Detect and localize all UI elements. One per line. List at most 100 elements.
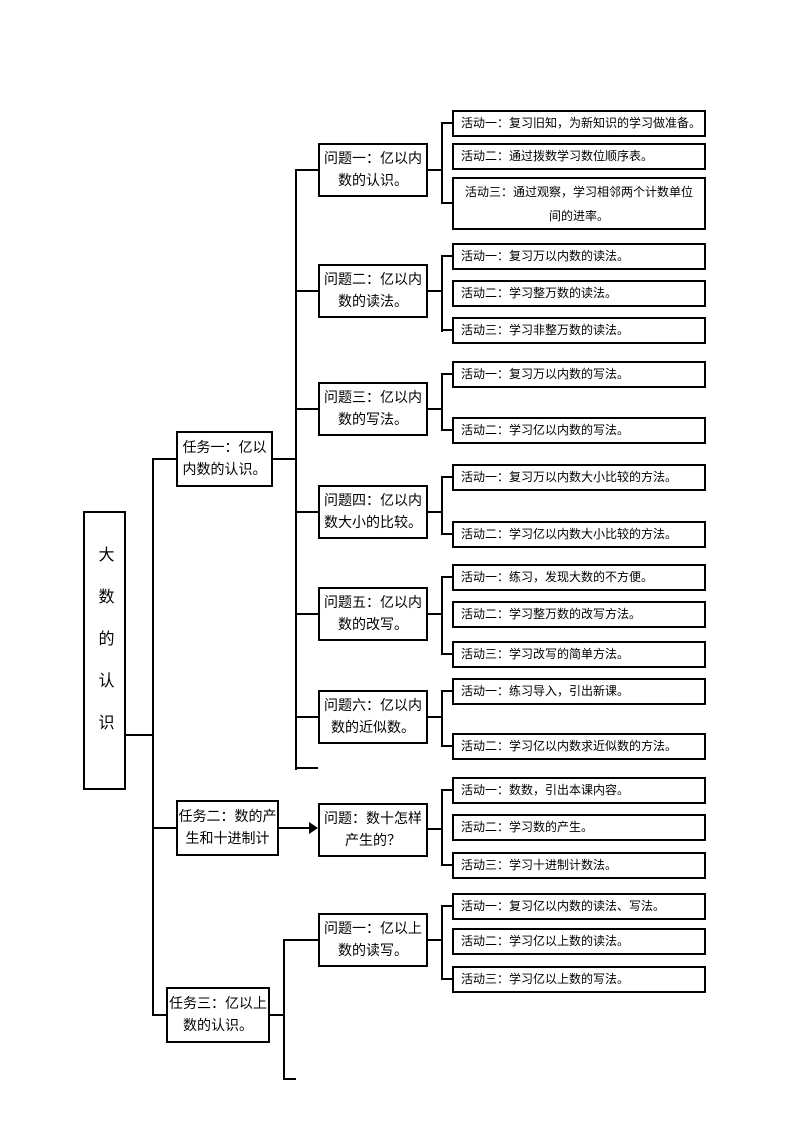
connector-line [428, 613, 441, 615]
connector-line [443, 255, 452, 257]
activity-box: 活动三：学习十进制计数法。 [452, 852, 706, 879]
connector-line [154, 1014, 166, 1016]
activity-box: 活动一：复习万以内数大小比较的方法。 [452, 464, 706, 491]
problem-label-line: 问题一：亿以内 [324, 151, 422, 167]
task-label-line: 任务一：亿以 [182, 440, 267, 456]
bracket-line [441, 789, 443, 866]
connector-line [443, 373, 452, 375]
problem-2-box: 问题二：亿以内 数的读法。 [318, 264, 428, 318]
activity-box: 活动一：练习，发现大数的不方便。 [452, 564, 706, 591]
task3-problem-1-box: 问题一：亿以上 数的读写。 [318, 913, 428, 967]
root-topic-label: 大数的认识 [95, 545, 115, 756]
activity-box: 活动二：学习数的产生。 [452, 814, 706, 841]
task-1-box: 任务一：亿以 内数的认识。 [176, 431, 273, 487]
problem-label-line: 问题二：亿以内 [324, 272, 422, 288]
arrowhead-icon [309, 822, 318, 834]
connector-line [443, 789, 452, 791]
activity-box: 活动三：学习改写的简单方法。 [452, 641, 706, 668]
activity-box: 活动三：学习非整万数的读法。 [452, 317, 706, 344]
activity-box: 活动三：学习亿以上数的写法。 [452, 966, 706, 993]
activity-box: 活动一：复习万以内数的读法。 [452, 243, 706, 270]
activity-box: 活动一：练习导入，引出新课。 [452, 678, 706, 705]
activity-box: 活动二：学习亿以内数大小比较的方法。 [452, 521, 706, 548]
problem-label-line: 数的近似数。 [331, 720, 415, 736]
bracket-line [441, 122, 443, 204]
problem-label-line: 问题五：亿以内 [324, 595, 422, 611]
connector-line [297, 716, 318, 718]
connector-line [443, 122, 452, 124]
connector-line [443, 476, 452, 478]
bracket-line [441, 576, 443, 655]
connector-line [443, 533, 452, 535]
bracket-line [441, 476, 443, 535]
connector-line [154, 827, 176, 829]
activity-box: 活动二：学习整万数的读法。 [452, 280, 706, 307]
connector-line [428, 408, 441, 410]
task-2-box: 任务二：数的产 生和十进制计 [176, 800, 279, 856]
task2-problem-box: 问题：数十怎样 产生的？ [318, 803, 428, 857]
task-label-line: 任务三：亿以上 [169, 996, 267, 1012]
bracket-line [295, 169, 297, 770]
problem-label-line: 问题：数十怎样 [324, 811, 422, 827]
trunk-line [152, 458, 154, 1016]
bracket-line [441, 255, 443, 332]
activity-box: 活动一：复习万以内数的写法。 [452, 361, 706, 388]
activity-box: 活动二：学习亿以上数的读法。 [452, 928, 706, 955]
activity-box: 活动二：学习整万数的改写方法。 [452, 601, 706, 628]
activity-box: 活动一：复习旧知，为新知识的学习做准备。 [452, 110, 706, 137]
connector-line [428, 169, 441, 171]
problem-label-line: 数的写法。 [338, 412, 408, 428]
connector-line [443, 429, 452, 431]
bracket-line [283, 939, 285, 1080]
problem-label-line: 问题四：亿以内 [324, 493, 422, 509]
connector-line [297, 613, 318, 615]
connector-line [443, 576, 452, 578]
connector-line [279, 827, 310, 829]
bracket-line [441, 690, 443, 747]
connector-line [443, 864, 452, 866]
problem-label-line: 问题一：亿以上 [324, 921, 422, 937]
activity-label-line: 间的进率。 [548, 209, 609, 223]
connector-line [443, 653, 452, 655]
connector-line [154, 458, 176, 460]
root-topic-box: 大数的认识 [83, 511, 126, 790]
problem-label-line: 数的读法。 [338, 294, 408, 310]
connector-line [443, 202, 452, 204]
problem-label-line: 问题三：亿以内 [324, 390, 422, 406]
connector-line [285, 1078, 296, 1080]
connector-line [443, 905, 452, 907]
problem-label-line: 问题六：亿以内 [324, 698, 422, 714]
connector-line [295, 169, 318, 171]
connector-line [443, 978, 452, 980]
connector-line [428, 716, 441, 718]
connector-line [428, 290, 441, 292]
problem-label-line: 数大小的比较。 [324, 515, 422, 531]
problem-6-box: 问题六：亿以内 数的近似数。 [318, 690, 428, 744]
activity-box: 活动二：学习亿以内数的写法。 [452, 417, 706, 444]
connector-line [428, 828, 441, 830]
connector-line [428, 511, 441, 513]
task-label-line: 任务二：数的产 [178, 809, 277, 825]
task-label-line: 内数的认识。 [182, 462, 267, 478]
bracket-line [441, 373, 443, 431]
problem-1-box: 问题一：亿以内 数的认识。 [318, 143, 428, 197]
connector-line [270, 1014, 283, 1016]
problem-4-box: 问题四：亿以内 数大小的比较。 [318, 485, 428, 539]
problem-5-box: 问题五：亿以内 数的改写。 [318, 587, 428, 641]
bracket-line [441, 905, 443, 980]
connector-line [443, 329, 452, 331]
connector-line [297, 290, 318, 292]
problem-label-line: 数的认识。 [338, 173, 408, 189]
problem-label-line: 数的读写。 [338, 943, 408, 959]
connector-line [428, 939, 441, 941]
task-label-line: 数的认识。 [183, 1018, 253, 1034]
connector-line [283, 939, 318, 941]
activity-label-line: 活动三：通过观察，学习相邻两个计数单位 [464, 185, 693, 199]
connector-line [126, 734, 153, 736]
connector-line [295, 767, 318, 769]
activity-box: 活动二：通过拨数学习数位顺序表。 [452, 143, 706, 170]
connector-line [443, 745, 452, 747]
activity-box: 活动三：通过观察，学习相邻两个计数单位 间的进率。 [452, 177, 706, 230]
problem-label-line: 数的改写。 [338, 617, 408, 633]
